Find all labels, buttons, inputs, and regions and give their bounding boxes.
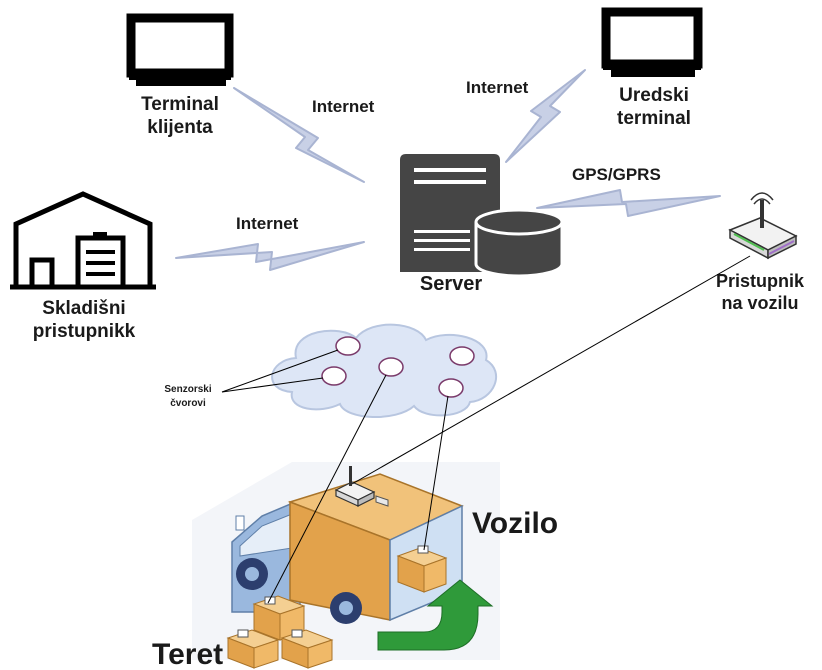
- office-monitor-icon: [601, 7, 703, 77]
- internet-label-warehouse: Internet: [236, 214, 299, 233]
- sensor-nodes: [321, 336, 475, 398]
- vehicle-gateway-label-2: na vozilu: [721, 293, 798, 313]
- cargo-boxes: [226, 595, 334, 669]
- sensor-node: [321, 366, 347, 386]
- sensor-nodes-label-1: Senzorski: [164, 384, 211, 395]
- box-icon: [280, 629, 334, 669]
- router-icon: [728, 192, 798, 260]
- gps-gprs-link: [536, 189, 721, 217]
- sensor-pointer-lines: [221, 349, 339, 393]
- database-icon: [474, 208, 564, 278]
- internet-label-client: Internet: [312, 97, 375, 116]
- curved-arrow-icon: [377, 579, 494, 651]
- office-terminal-label-2: terminal: [617, 108, 691, 129]
- sensor-node: [438, 378, 464, 398]
- warehouse-label-2: pristupnikk: [33, 321, 136, 342]
- box-icon: [226, 629, 280, 669]
- vehicle-gateway-label-1: Pristupnik: [716, 271, 805, 291]
- client-monitor-icon: [126, 13, 234, 86]
- terminal-client-label-1: Terminal: [141, 94, 219, 115]
- internet-label-office: Internet: [466, 78, 529, 97]
- gps-gprs-label: GPS/GPRS: [572, 165, 661, 184]
- connection-lines: [267, 255, 751, 604]
- sensor-node: [449, 346, 475, 366]
- vehicle-label: Vozilo: [472, 507, 558, 540]
- internet-link-office: [505, 69, 586, 163]
- box-icon: [396, 545, 448, 593]
- warehouse-label-1: Skladišni: [42, 298, 125, 319]
- terminal-client-label-2: klijenta: [147, 117, 213, 138]
- cargo-label: Teret: [152, 638, 223, 670]
- sensor-nodes-label-2: čvorovi: [170, 398, 206, 409]
- internet-link-warehouse: [175, 241, 365, 271]
- internet-link-client: [233, 87, 365, 183]
- warehouse-icon: [10, 191, 156, 290]
- sensor-node: [378, 357, 404, 377]
- server-label: Server: [420, 273, 482, 295]
- sensor-node: [335, 336, 361, 356]
- office-terminal-label-1: Uredski: [619, 85, 689, 106]
